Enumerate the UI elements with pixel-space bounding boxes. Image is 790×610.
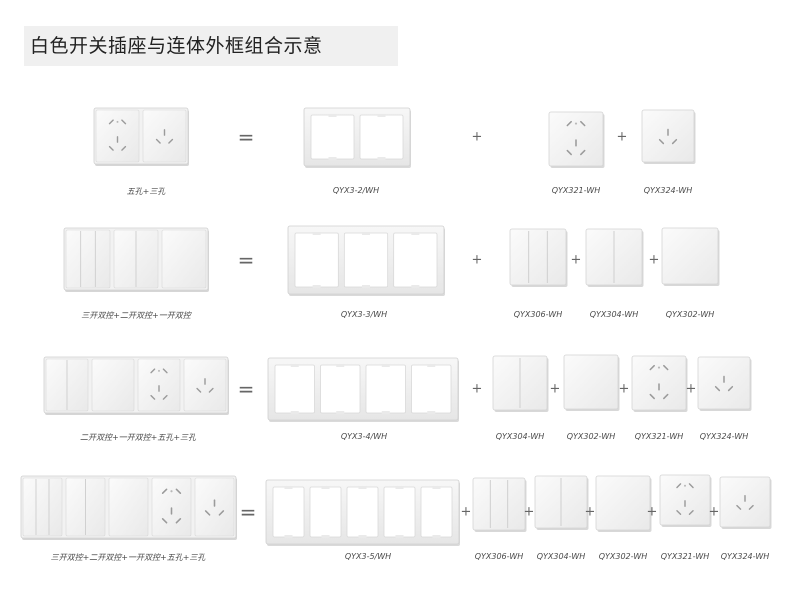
module-outlet-5 <box>631 355 688 412</box>
assembled-module <box>194 477 235 537</box>
assembled-module <box>45 358 89 412</box>
frame <box>287 225 445 296</box>
plus-sign: + <box>471 381 483 397</box>
frame-opening <box>383 486 416 538</box>
frame-opening <box>365 364 406 414</box>
frame-opening <box>320 364 361 414</box>
assembled-module <box>161 229 207 289</box>
module-switch-1 <box>563 354 620 411</box>
equals-sign: = <box>237 248 255 272</box>
combination-label: 三开双控+二开双控+一开双控 <box>81 311 191 320</box>
equals-sign: = <box>237 125 255 149</box>
assembled-module <box>108 477 149 537</box>
module-outlet-3 <box>641 109 696 164</box>
frame-opening <box>294 232 339 288</box>
combination-label: 五孔+三孔 <box>126 187 166 196</box>
page-title: 白色开关插座与连体外框组合示意 <box>30 35 323 57</box>
module-model-label: QYX304-WH <box>495 432 545 441</box>
frame-model-label: QYX3-5/WH <box>344 552 392 561</box>
equals-sign: = <box>237 377 255 401</box>
frame-opening <box>343 232 389 288</box>
combination-row-1 <box>93 107 696 168</box>
plus-sign: + <box>570 252 582 268</box>
module-switch-2 <box>585 228 644 287</box>
module-outlet-5 <box>548 111 605 168</box>
title-banner <box>24 26 398 66</box>
frame-model-label: QYX3-3/WH <box>340 310 388 319</box>
frame-model-label: QYX3-2/WH <box>332 186 380 195</box>
module-switch-3 <box>509 228 568 287</box>
assembled-module <box>22 477 63 537</box>
module-outlet-5 <box>659 474 712 527</box>
plus-sign: + <box>685 381 697 397</box>
module-model-label: QYX304-WH <box>589 310 639 319</box>
assembled-module <box>183 358 227 412</box>
frame-opening <box>272 486 305 538</box>
frame-opening <box>274 364 315 414</box>
frame-opening <box>309 486 342 538</box>
module-outlet-3 <box>719 476 772 529</box>
combination-row-4 <box>20 474 772 546</box>
frame-opening <box>411 364 452 414</box>
module-model-label: QYX324-WH <box>699 432 749 441</box>
assembled-module <box>151 477 192 537</box>
frame-opening <box>346 486 379 538</box>
module-model-label: QYX306-WH <box>474 552 524 561</box>
module-switch-1 <box>661 227 720 286</box>
assembled-module <box>137 358 181 412</box>
frame-opening <box>393 232 438 288</box>
module-switch-1 <box>595 475 652 532</box>
module-model-label: QYX324-WH <box>720 552 770 561</box>
frame-model-label: QYX3-4/WH <box>340 432 388 441</box>
module-outlet-3 <box>697 356 752 411</box>
plus-sign: + <box>471 129 483 145</box>
frame <box>303 107 411 168</box>
module-model-label: QYX324-WH <box>643 186 693 195</box>
module-model-label: QYX302-WH <box>566 432 616 441</box>
plus-sign: + <box>523 504 535 520</box>
module-model-label: QYX302-WH <box>598 552 648 561</box>
assembled-module <box>65 477 106 537</box>
plus-sign: + <box>584 504 596 520</box>
assembled-combination <box>43 356 229 415</box>
assembled-combination <box>20 475 237 540</box>
assembled-module <box>91 358 135 412</box>
combination-label: 三开双控+二开双控+一开双控+五孔+三孔 <box>50 553 206 562</box>
module-model-label: QYX304-WH <box>536 552 586 561</box>
plus-sign: + <box>471 252 483 268</box>
frame <box>265 479 460 546</box>
assembled-combination <box>93 107 189 166</box>
combination-label: 二开双控+一开双控+五孔+三孔 <box>79 433 197 442</box>
equals-sign: = <box>239 500 257 524</box>
module-model-label: QYX306-WH <box>513 310 563 319</box>
plus-sign: + <box>549 381 561 397</box>
assembled-module <box>142 109 187 163</box>
frame <box>267 357 459 422</box>
assembled-combination <box>63 227 209 292</box>
module-model-label: QYX321-WH <box>551 186 601 195</box>
plus-sign: + <box>648 252 660 268</box>
module-switch-3 <box>472 477 527 532</box>
module-model-label: QYX321-WH <box>634 432 684 441</box>
plus-sign: + <box>618 381 630 397</box>
frame-opening <box>420 486 453 538</box>
plus-sign: + <box>708 504 720 520</box>
plus-sign: + <box>616 129 628 145</box>
combination-row-3 <box>43 354 752 422</box>
frame-opening <box>310 114 355 160</box>
plus-sign: + <box>646 504 658 520</box>
assembled-module <box>65 229 111 289</box>
plus-sign: + <box>460 504 472 520</box>
module-switch-2 <box>534 475 589 530</box>
combination-row-2 <box>63 225 720 296</box>
module-model-label: QYX321-WH <box>660 552 710 561</box>
assembled-module <box>95 109 140 163</box>
module-switch-2 <box>492 355 549 412</box>
assembled-module <box>113 229 159 289</box>
module-model-label: QYX302-WH <box>665 310 715 319</box>
frame-opening <box>359 114 404 160</box>
